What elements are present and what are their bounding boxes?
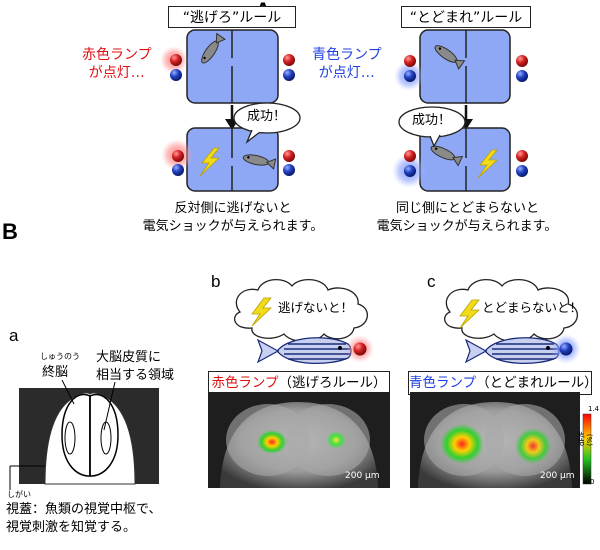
- imaging-panels: [208, 392, 592, 488]
- red-lamp-on-text: 赤色ランプ が点灯…: [82, 47, 152, 81]
- escape-caption-line1: 反対側に逃げないと: [174, 201, 292, 216]
- imaging-c: [410, 392, 580, 488]
- thought-diagram: [234, 279, 581, 365]
- stay-caption-line2: 電気ショックが与えられます。: [376, 219, 558, 234]
- fish-icon: [201, 32, 227, 64]
- red-lamp-label: 赤色ランプ（逃げろルール）: [208, 371, 390, 395]
- blue-lamp-icon: [172, 164, 184, 176]
- escape-rule-title: “逃げろ”ルール: [168, 6, 296, 28]
- stay-rule-title: “とどまれ”ルール: [401, 6, 531, 28]
- subpanel-b-letter: b: [211, 272, 221, 291]
- red-lamp-icon: [172, 150, 184, 162]
- red-lamp-icon: [516, 150, 528, 162]
- escape-caption-line2: 電気ショックが与えられます。: [142, 219, 324, 234]
- blue-lamp-icon: [516, 165, 528, 177]
- red-lamp-icon: [353, 342, 367, 356]
- thought-text-c: とどまらないと！: [482, 300, 583, 315]
- blue-lamp-icon: [170, 69, 182, 81]
- panel-b-letter: B: [2, 219, 18, 244]
- fish-icon: [430, 145, 464, 167]
- red-lamp-icon: [404, 55, 416, 67]
- colorbar-min: 0: [590, 478, 595, 486]
- right-lobe: [89, 393, 119, 477]
- blue-lamp-icon: [404, 165, 416, 177]
- blue-lamp-icon: [283, 164, 295, 176]
- zebrafish-icon: [256, 337, 352, 365]
- blue-lamp-icon: [516, 70, 528, 82]
- stay-caption-line1: 同じ側にとどまらないと: [396, 201, 540, 216]
- telencephalon-ruby: しゅうのう: [40, 352, 80, 361]
- stay-success-text: 成功！: [412, 113, 452, 128]
- red-lamp-icon: [170, 54, 182, 66]
- tectum-description: 視蓋：魚類の視覚中枢で、 視覚刺激を知覚する。: [6, 502, 162, 535]
- zebrafish-icon: [464, 337, 560, 365]
- panel-a-diagram: [160, 29, 528, 192]
- blue-lamp-icon: [404, 70, 416, 82]
- red-lamp-icon: [516, 55, 528, 67]
- red-lamp-icon: [283, 150, 295, 162]
- escape-success-text: 成功！: [247, 109, 287, 124]
- imaging-b: [208, 392, 390, 488]
- subpanel-c-letter: c: [427, 272, 436, 291]
- red-lamp-icon: [283, 54, 295, 66]
- scale-label-b: 200 μm: [345, 471, 380, 481]
- fish-icon: [434, 45, 466, 71]
- lightning-bolt-icon: [459, 299, 481, 329]
- subpanel-a-letter: a: [9, 326, 19, 345]
- lightning-bolt-icon: [199, 147, 221, 177]
- colorbar-label: dF/F (%): [578, 431, 594, 446]
- left-lobe: [61, 393, 91, 477]
- stay-tank-before: [419, 29, 511, 104]
- telencephalon-label: 終脳: [42, 365, 69, 380]
- speech-bubble: [233, 102, 301, 145]
- colorbar: [582, 413, 592, 485]
- fish-icon: [242, 154, 277, 170]
- colorbar-max: 1.4: [588, 405, 600, 413]
- blue-lamp-on-text: 青色ランプ が点灯…: [312, 47, 382, 81]
- escape-tank-before: [186, 29, 279, 104]
- cortex-label: 大脳皮質に 相当する領域: [96, 350, 175, 383]
- blue-lamp-icon: [559, 342, 573, 356]
- scale-label-c: 200 μm: [540, 471, 575, 481]
- lightning-bolt-icon: [251, 297, 273, 327]
- tectum-ruby: しがい: [7, 490, 31, 499]
- red-lamp-icon: [404, 150, 416, 162]
- thought-text-b: 逃げないと！: [278, 300, 354, 315]
- lightning-bolt-icon: [477, 149, 499, 179]
- speech-bubble: [398, 106, 466, 148]
- blue-lamp-label: 青色ランプ（とどまれルール）: [408, 371, 598, 395]
- blue-lamp-icon: [283, 69, 295, 81]
- brain-schematic: [9, 380, 159, 490]
